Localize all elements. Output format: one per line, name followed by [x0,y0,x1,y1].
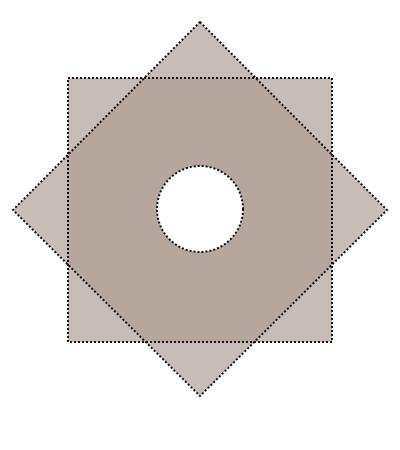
square-outline [67,77,333,343]
diamond-outline [11,20,389,398]
center-hole [156,165,244,253]
